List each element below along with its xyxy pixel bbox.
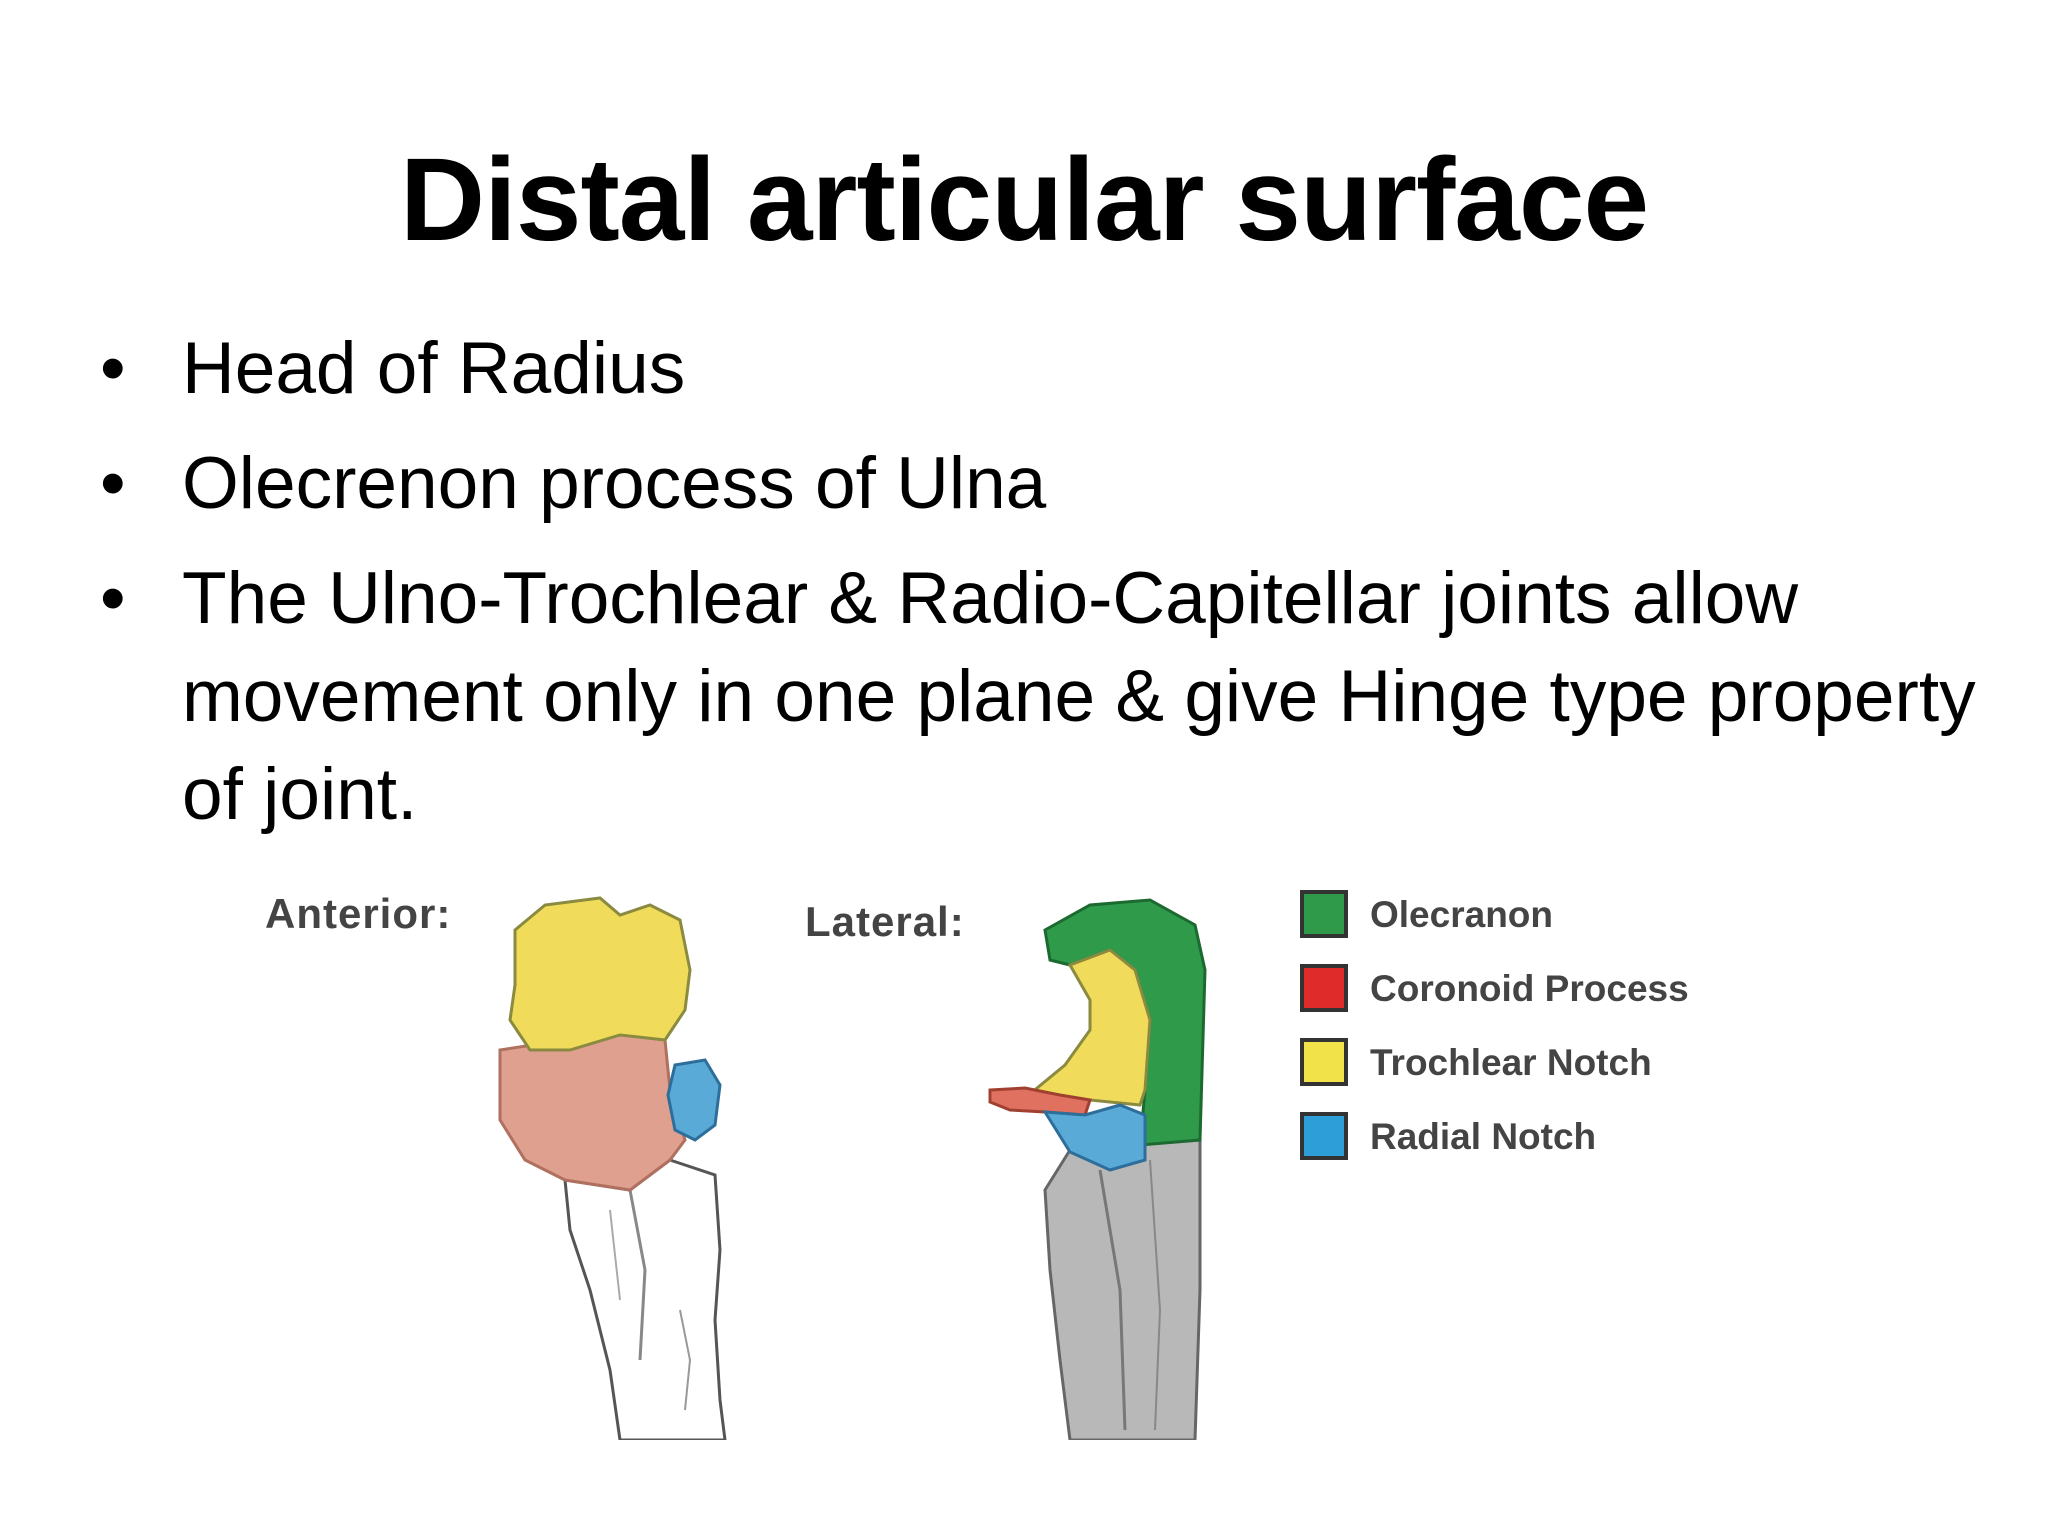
bullet-list: • Head of Radius • Olecrenon process of …: [100, 320, 2030, 861]
bullet-item: • Olecrenon process of Ulna: [100, 435, 2030, 533]
lateral-label: Lateral:: [805, 898, 965, 945]
anterior-ulna-illustration: [498, 896, 727, 1440]
ulna-figure: Anterior: Lateral:: [240, 870, 1760, 1440]
anterior-shaft-shading: [628, 1189, 647, 1361]
legend-swatch-radial: [1300, 1112, 1348, 1160]
bullet-item: • The Ulno-Trochlear & Radio-Capitellar …: [100, 550, 2030, 844]
bullet-text: The Ulno-Trochlear & Radio-Capitellar jo…: [182, 558, 1976, 835]
legend-label: Trochlear Notch: [1370, 1042, 1652, 1083]
anterior-shaft-shading: [609, 1209, 621, 1301]
slide-title: Distal articular surface: [399, 134, 1649, 266]
bullet-text: Head of Radius: [182, 328, 686, 409]
anterior-shaft-shading: [679, 1309, 692, 1411]
anterior-label: Anterior:: [265, 890, 452, 937]
lateral-shaft: [1043, 1138, 1202, 1440]
lateral-radial-notch: [1042, 1103, 1147, 1172]
lateral-shaft-shading: [1098, 1169, 1127, 1431]
anterior-shaft: [563, 1158, 727, 1440]
legend-swatch-coronoid: [1300, 964, 1348, 1012]
bullet-icon: •: [100, 443, 126, 524]
legend-label: Coronoid Process: [1370, 968, 1689, 1009]
lateral-trochlear-notch: [1021, 948, 1152, 1107]
bullet-item: • Head of Radius: [100, 320, 2030, 418]
lateral-ulna-illustration: [988, 898, 1207, 1440]
anterior-trochlear-notch: [508, 896, 692, 1052]
lateral-shaft-shading: [1149, 1159, 1162, 1431]
legend-label: Radial Notch: [1370, 1116, 1597, 1157]
anterior-radial-notch: [666, 1058, 722, 1142]
legend-swatch-olecranon: [1300, 890, 1348, 938]
anterior-coronoid-region: [498, 1028, 687, 1192]
bullet-icon: •: [100, 328, 126, 409]
legend-swatch-trochlear: [1300, 1038, 1348, 1086]
bullet-text: Olecrenon process of Ulna: [182, 443, 1047, 524]
legend-label: Olecranon: [1370, 894, 1553, 935]
bullet-icon: •: [100, 558, 126, 639]
